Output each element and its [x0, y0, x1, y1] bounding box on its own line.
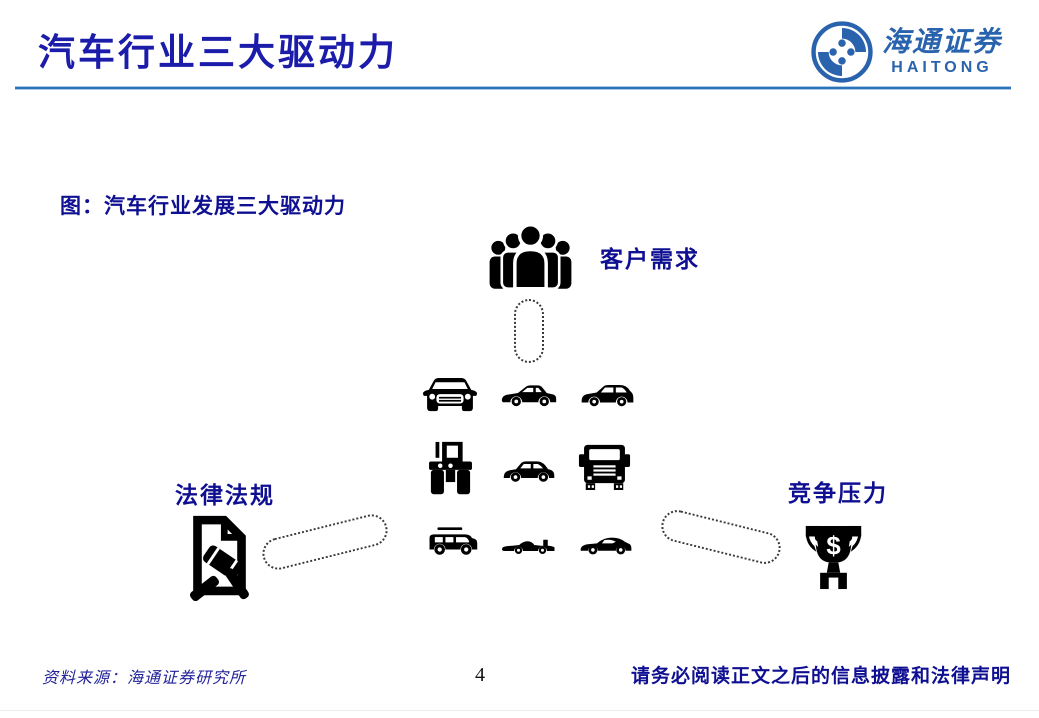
trophy-dollar-icon: $ [801, 522, 866, 593]
haitong-logo: 海通证券 HAITONG [810, 20, 1002, 84]
footer-disclaimer: 请务必阅读正文之后的信息披露和法律声明 [630, 666, 1011, 687]
hatchback-side-icon [580, 381, 635, 409]
people-group-icon [487, 223, 574, 290]
node-label-competitive-pressure: 竞争压力 [788, 481, 888, 506]
dotted-capsule-right [657, 506, 785, 568]
haitong-name-cn: 海通证券 [882, 26, 1003, 58]
dotted-capsule-top [514, 299, 544, 363]
trophy-dollar-symbol: $ [826, 533, 840, 561]
race-car-side-icon [502, 537, 556, 556]
page-number: 4 [475, 664, 485, 686]
title-divider [15, 86, 1011, 90]
figure-caption: 图：汽车行业发展三大驱动力 [60, 194, 346, 218]
dotted-capsule-left [259, 510, 391, 574]
sports-car-side-icon [579, 533, 633, 557]
law-gavel-document-icon [186, 512, 253, 601]
compact-car-side-icon [502, 459, 556, 483]
truck-front-icon [578, 444, 631, 490]
node-label-laws-regulations: 法律法规 [175, 483, 275, 508]
suv-side-icon [426, 526, 479, 557]
page-title: 汽车行业三大驱动力 [38, 33, 398, 74]
footer-source: 资料来源：海通证券研究所 [42, 670, 247, 687]
haitong-name-en: HAITONG [891, 58, 993, 76]
haitong-logo-text: 海通证券 HAITONG [882, 26, 1003, 76]
node-label-customer-demand: 客户需求 [600, 247, 700, 272]
car-front-icon [422, 374, 478, 416]
tractor-icon [427, 441, 474, 497]
sedan-side-icon [501, 384, 557, 407]
haitong-swirl-emblem-icon [810, 20, 874, 84]
bottom-edge-line [0, 710, 1039, 711]
